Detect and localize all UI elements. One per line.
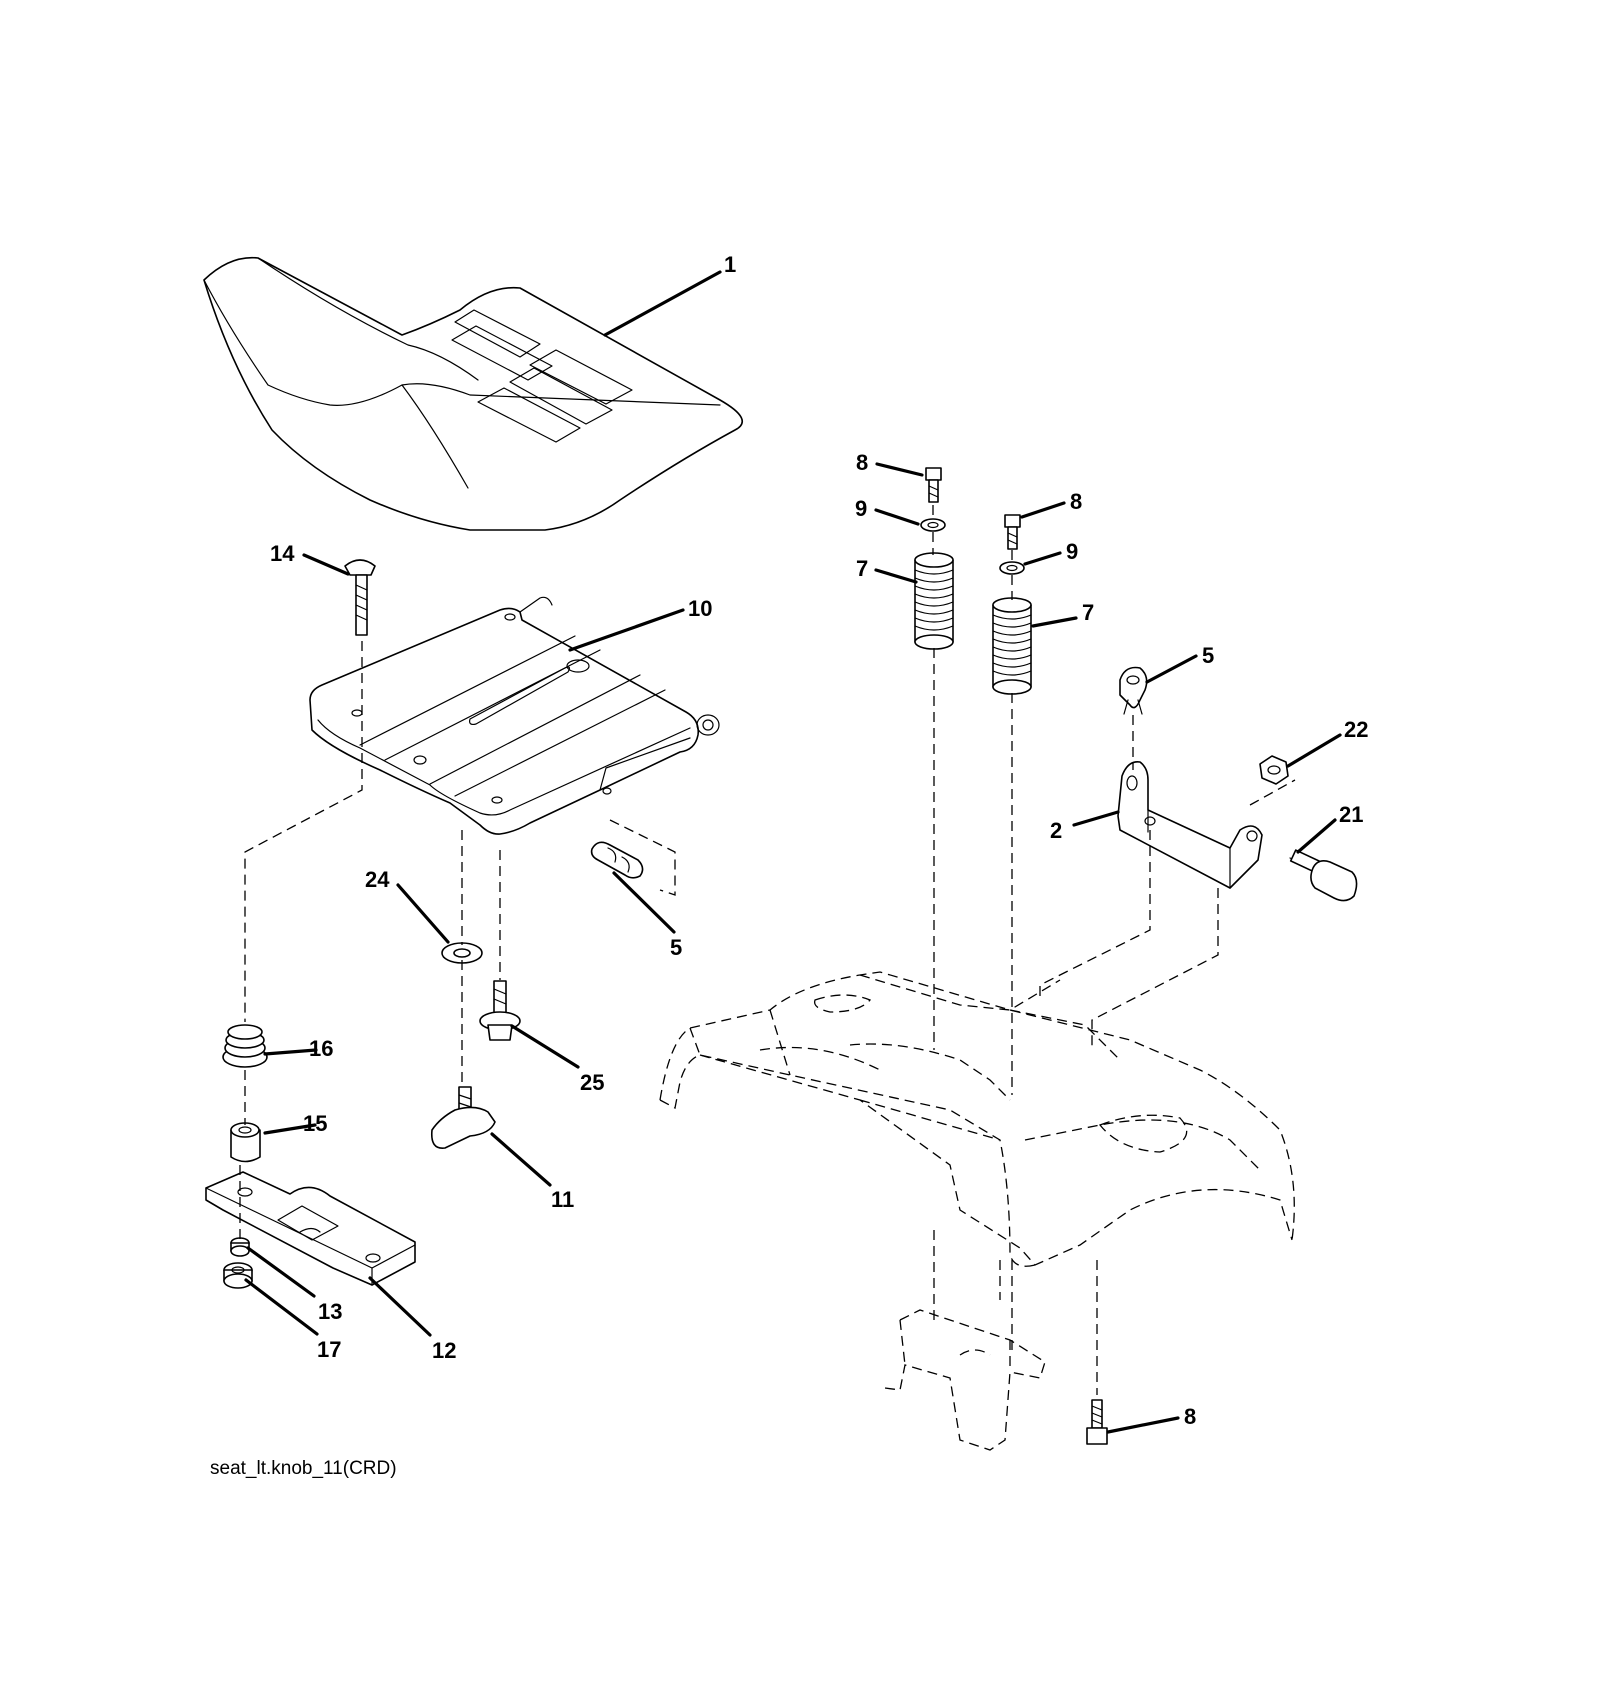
seat xyxy=(203,256,744,531)
seat-pan xyxy=(309,596,720,835)
callout-label-17: 17 xyxy=(317,1337,341,1362)
leader-lines xyxy=(244,270,1342,1434)
callout-label-10: 10 xyxy=(688,596,712,621)
wire-tie-under-pan xyxy=(590,841,644,879)
spring-left xyxy=(914,552,954,650)
washer-left xyxy=(920,518,946,532)
callout-label-7-right: 7 xyxy=(1082,600,1094,625)
bolt-right xyxy=(1004,514,1021,550)
diagram-caption: seat_lt.knob_11(CRD) xyxy=(210,1458,397,1479)
wire-tie-bracket xyxy=(1119,666,1148,715)
carriage-bolt xyxy=(344,559,376,636)
spring-right xyxy=(992,597,1032,695)
callout-labels: 1 10 14 5 24 25 16 15 11 12 13 17 8 9 7 … xyxy=(270,252,1368,1429)
callout-label-8-bottom: 8 xyxy=(1184,1404,1196,1429)
bolt-left xyxy=(925,467,942,503)
callout-label-25: 25 xyxy=(580,1070,604,1095)
lock-washer xyxy=(230,1237,250,1257)
seat-slide-bracket xyxy=(205,1171,416,1286)
shoulder-screw xyxy=(1289,849,1358,902)
callout-label-5-left: 5 xyxy=(670,935,682,960)
lower-mount xyxy=(884,1309,1046,1451)
nut xyxy=(1259,755,1289,785)
callout-label-8-right: 8 xyxy=(1070,489,1082,514)
callout-label-9-left: 9 xyxy=(855,496,867,521)
seat-bracket xyxy=(1117,760,1263,889)
callout-label-21: 21 xyxy=(1339,802,1363,827)
flat-washer xyxy=(441,942,483,964)
hex-nut xyxy=(223,1262,253,1289)
callout-label-12: 12 xyxy=(432,1338,456,1363)
compression-spring xyxy=(222,1024,268,1068)
callout-label-5-right: 5 xyxy=(1202,643,1214,668)
callout-label-9-right: 9 xyxy=(1066,539,1078,564)
seat-knob xyxy=(430,1086,496,1149)
bolt-bottom xyxy=(1086,1399,1108,1445)
callout-label-2: 2 xyxy=(1050,818,1062,843)
alignment-lines xyxy=(239,505,1296,1395)
spacer xyxy=(230,1122,261,1163)
callout-label-14: 14 xyxy=(270,541,295,566)
callout-label-16: 16 xyxy=(309,1036,333,1061)
callout-label-15: 15 xyxy=(303,1111,327,1136)
callout-label-13: 13 xyxy=(318,1299,342,1324)
tractor-frame xyxy=(659,971,1295,1300)
callout-label-24: 24 xyxy=(365,867,390,892)
shoulder-bolt xyxy=(479,980,521,1041)
callout-label-22: 22 xyxy=(1344,717,1368,742)
callout-label-1: 1 xyxy=(724,252,736,277)
callout-label-11: 11 xyxy=(551,1187,574,1212)
callout-label-8-left: 8 xyxy=(856,450,868,475)
callout-label-7-left: 7 xyxy=(856,556,868,581)
washer-right xyxy=(999,561,1025,575)
